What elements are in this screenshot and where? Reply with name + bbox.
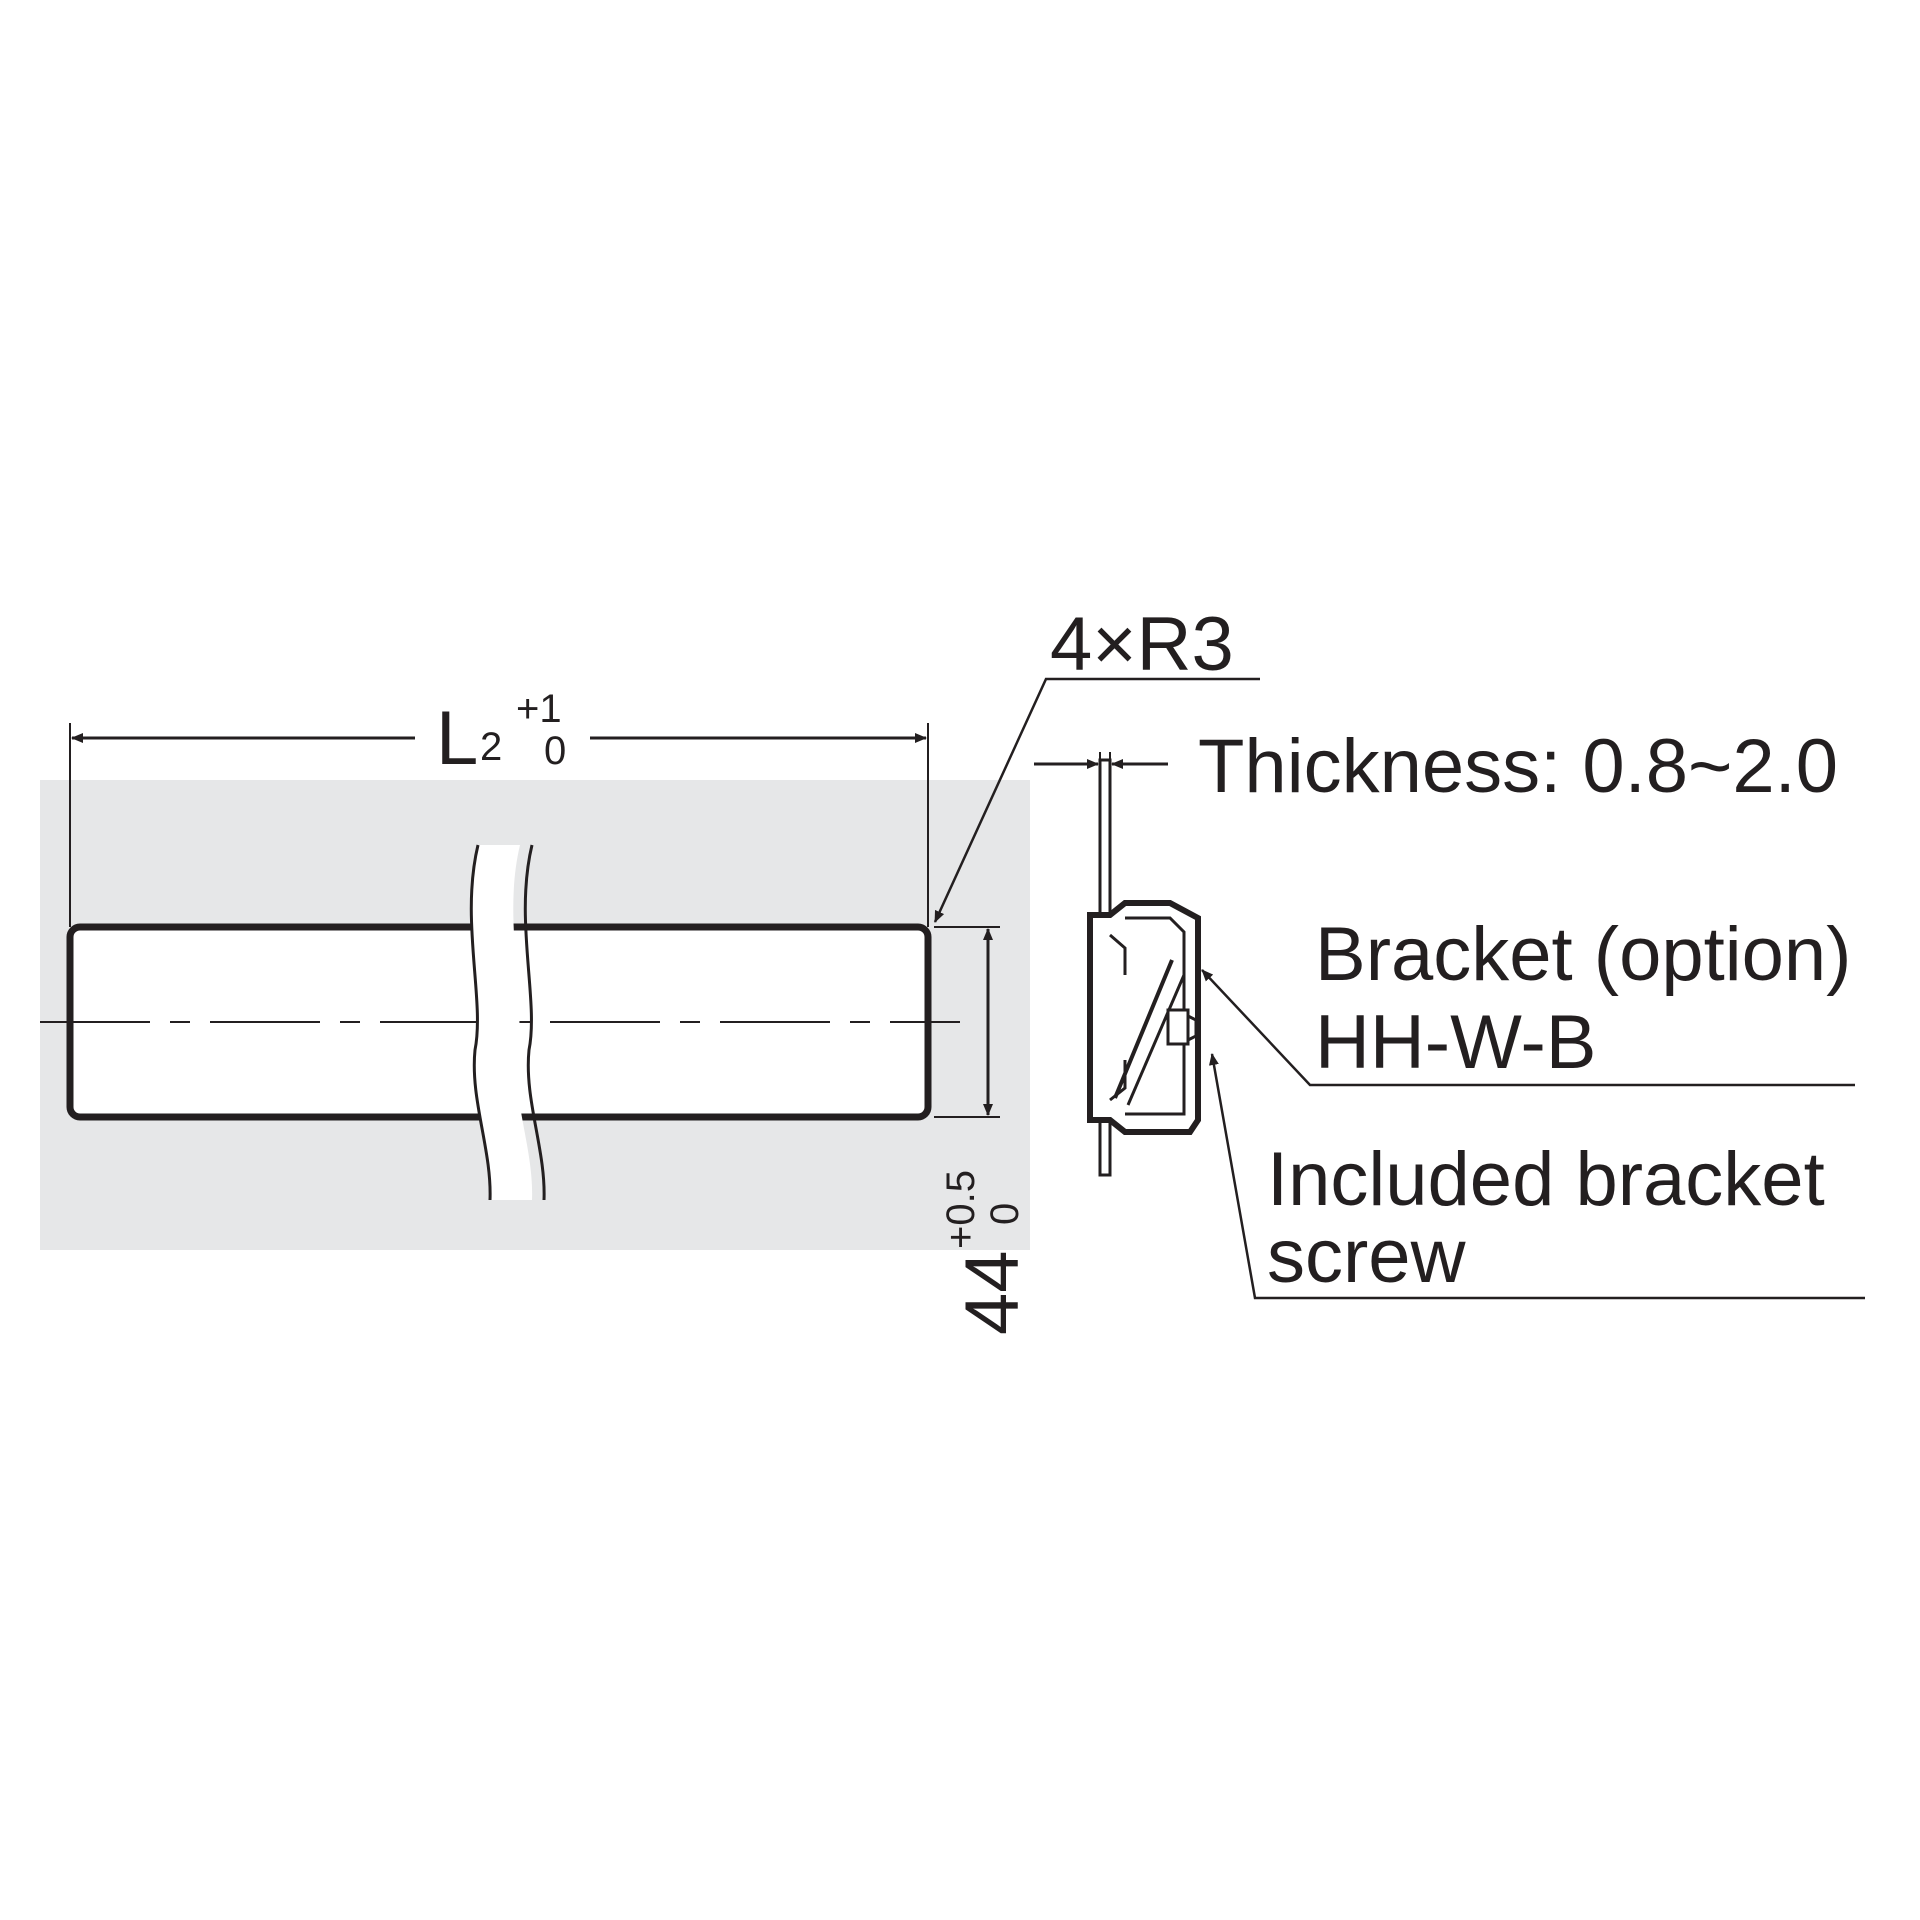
length-tolerance-upper: +1 (516, 687, 562, 731)
side-bracket-lip-top (1109, 933, 1127, 975)
radius-note: 4×R3 (1050, 602, 1234, 687)
length-symbol: L (436, 696, 478, 781)
side-bracket-arm-inner (1126, 974, 1186, 1106)
bracket-leader-line (1201, 969, 1855, 1087)
height-value: 44 (950, 1250, 1035, 1335)
thickness-note: Thickness: 0.8~2.0 (1198, 724, 1838, 809)
screw-label-line1: Included bracket (1267, 1137, 1825, 1222)
side-bracket-inner (1125, 916, 1186, 1116)
height-tolerance-upper: +0.5 (939, 1170, 983, 1249)
break-gap (471, 845, 533, 1200)
bracket-label-line2: HH-W-B (1315, 1000, 1596, 1085)
side-bracket-lip-bottom (1109, 1060, 1127, 1102)
break-line-left (469, 844, 492, 1201)
screw-leader-line (1208, 1053, 1865, 1300)
height-tolerance-lower: 0 (983, 1203, 1027, 1225)
radius-leader-line (933, 677, 1260, 923)
screw-label-line2: screw (1267, 1214, 1467, 1299)
length-tolerance-lower: 0 (544, 729, 566, 773)
side-bracket-screw (1166, 1008, 1190, 1046)
side-bracket-screw-head (1187, 1014, 1198, 1042)
break-line-right (523, 844, 546, 1201)
length-subscript: 2 (480, 725, 502, 769)
bracket-label-line1: Bracket (option) (1315, 912, 1851, 997)
